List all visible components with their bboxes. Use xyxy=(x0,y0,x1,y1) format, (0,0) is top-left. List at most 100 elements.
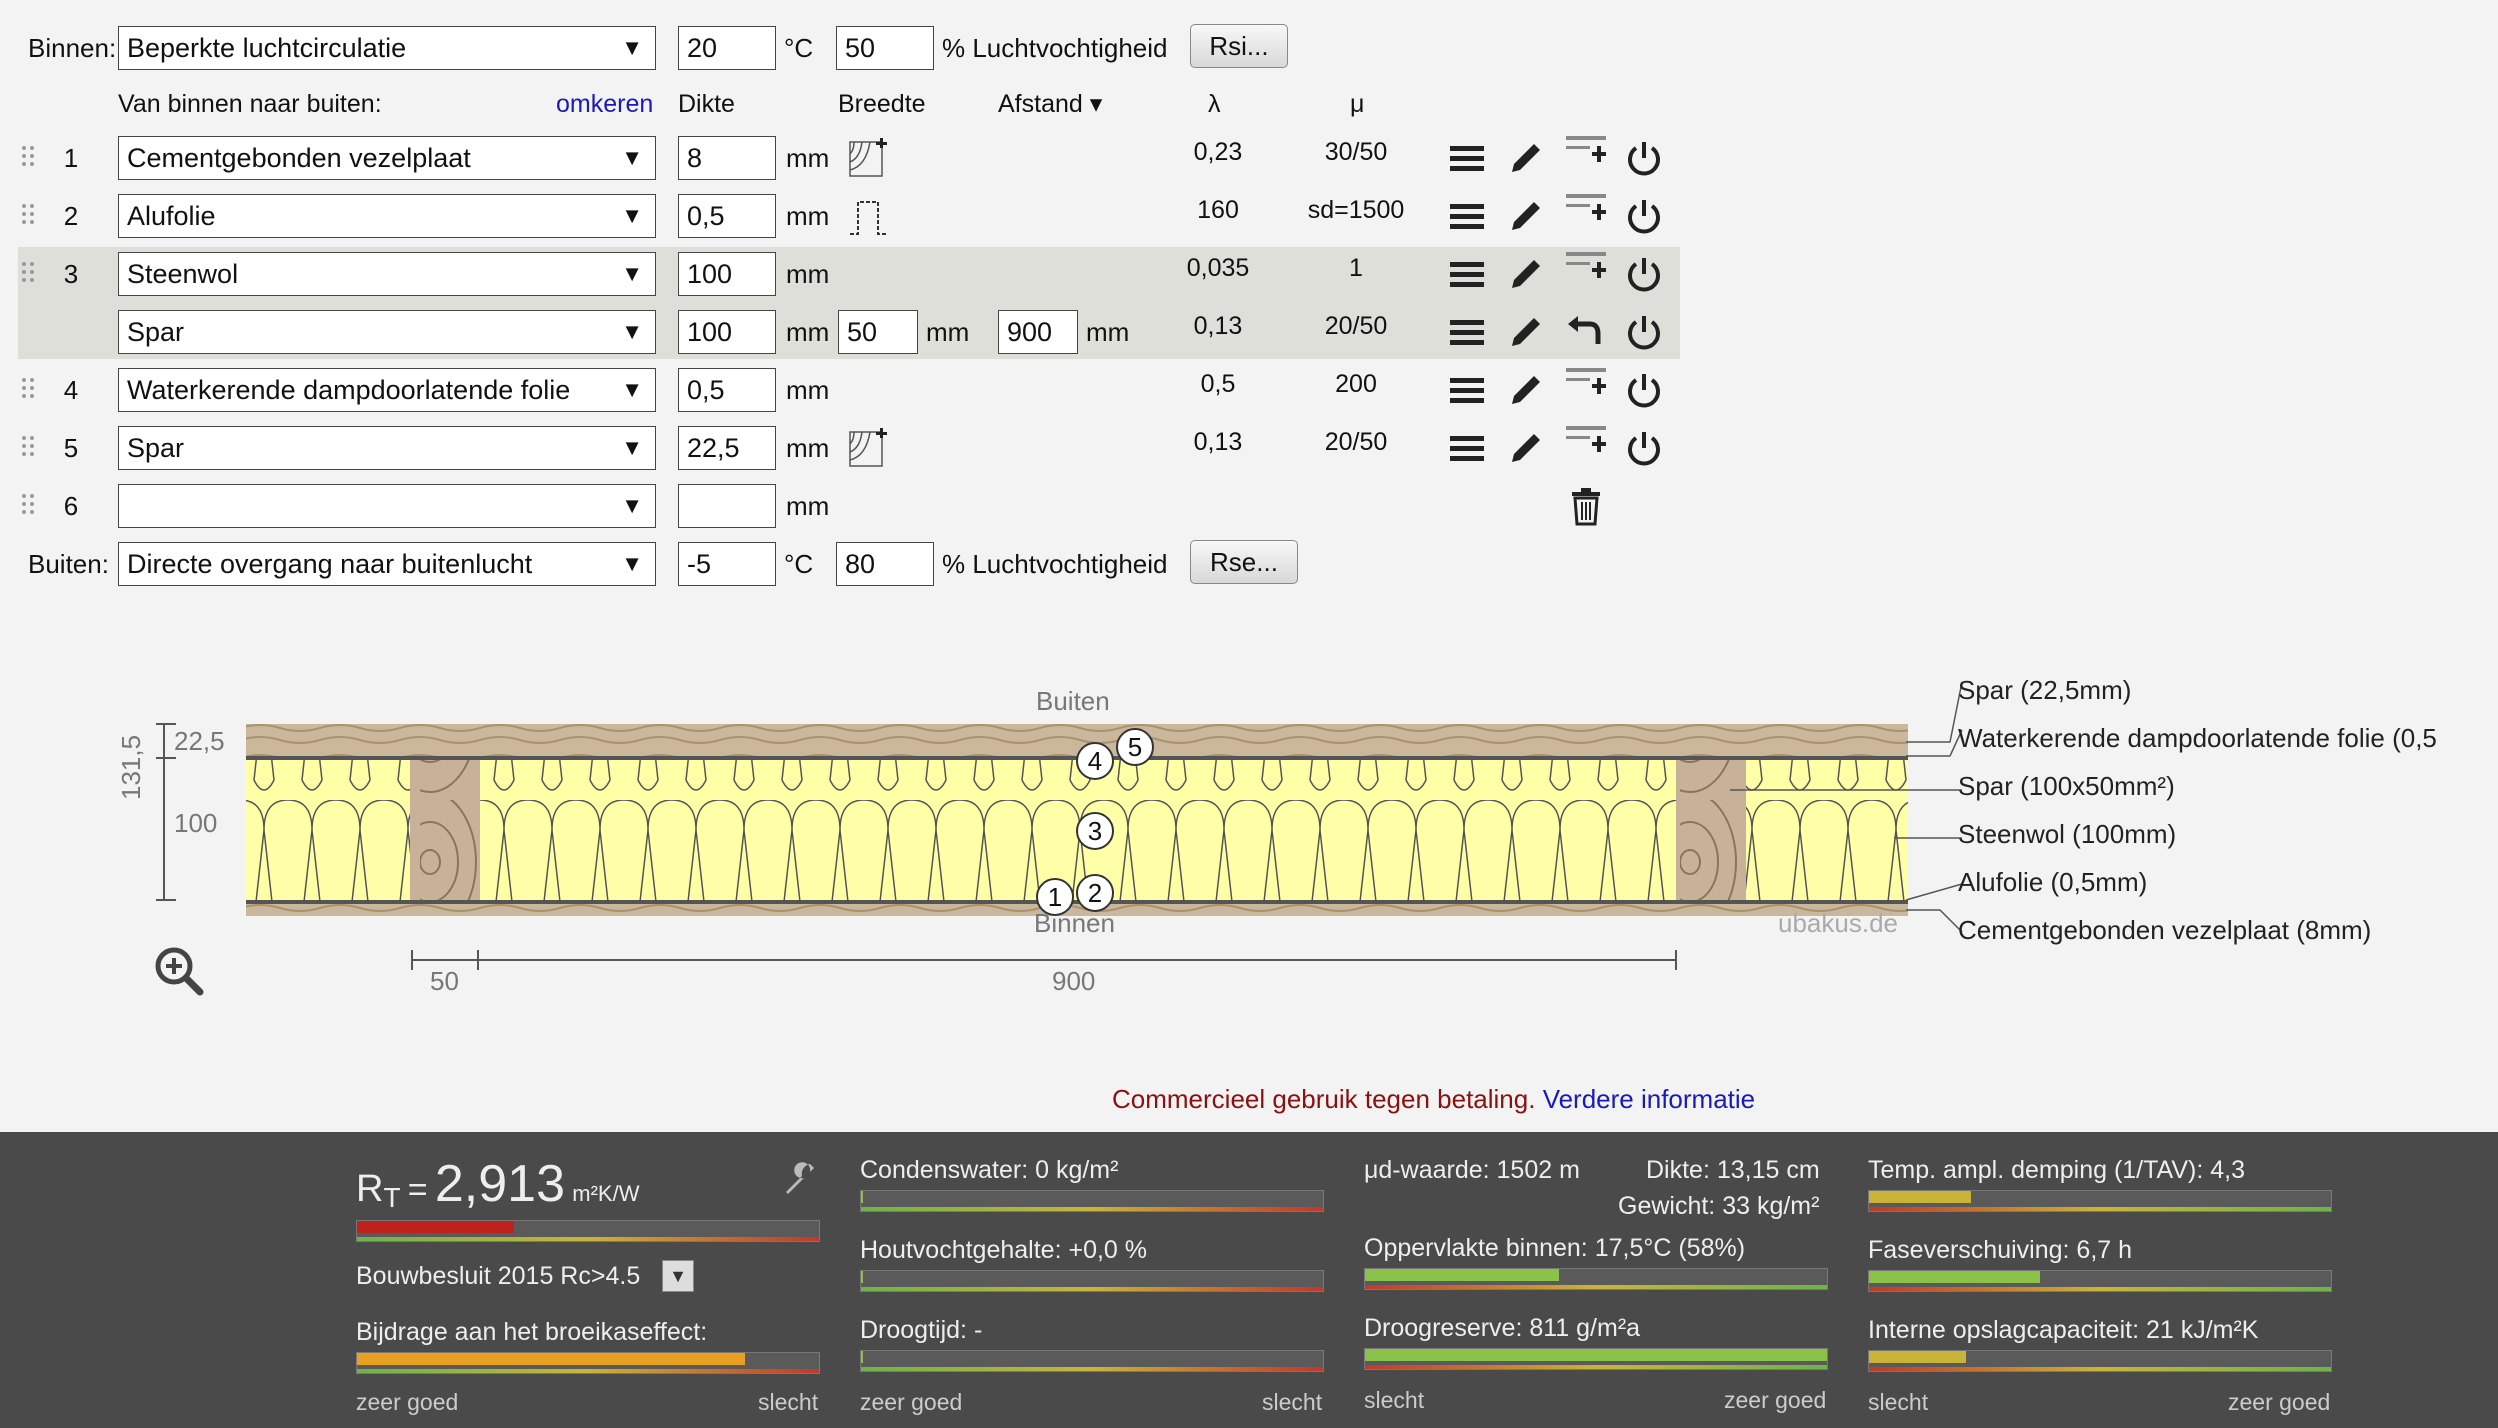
add-layer-icon[interactable] xyxy=(1564,422,1608,466)
layer-marker: 4 xyxy=(1076,742,1114,780)
layer-thickness-input[interactable]: 22,5 xyxy=(678,426,776,470)
stud-spacing-input[interactable]: 900 xyxy=(998,310,1078,354)
trash-icon[interactable] xyxy=(1564,484,1608,528)
menu-icon[interactable] xyxy=(1444,310,1488,354)
undo-arrow-icon[interactable] xyxy=(1564,306,1608,350)
wood-texture-add-icon[interactable] xyxy=(846,426,890,470)
add-layer-icon[interactable] xyxy=(1564,248,1608,292)
layer-material-select[interactable]: Steenwol▼ xyxy=(118,252,656,296)
wood-texture-add-icon[interactable] xyxy=(846,136,890,180)
drag-handle-icon[interactable] xyxy=(22,494,40,518)
bar-track xyxy=(1869,1287,2331,1291)
mu-header: μ xyxy=(1350,90,1365,118)
outside-condition-select[interactable]: Directe overgang naar buitenlucht▼ xyxy=(118,542,656,586)
power-toggle-icon[interactable] xyxy=(1622,426,1666,470)
power-toggle-icon[interactable] xyxy=(1622,252,1666,296)
outside-humidity-input[interactable]: 80 xyxy=(836,542,934,586)
drag-handle-icon[interactable] xyxy=(22,262,40,286)
bar-track xyxy=(1869,1207,2331,1211)
rse-button[interactable]: Rse... xyxy=(1190,540,1298,584)
bar-fill xyxy=(357,1353,746,1365)
menu-icon[interactable] xyxy=(1444,252,1488,296)
bar-track xyxy=(357,1369,819,1373)
layer-material-select[interactable]: Spar▼ xyxy=(118,426,656,470)
dim-width: 50 xyxy=(430,966,459,996)
layer-thickness-input[interactable]: 100 xyxy=(678,310,776,354)
power-toggle-icon[interactable] xyxy=(1622,368,1666,412)
unit-mm: mm xyxy=(786,433,830,463)
inside-humidity-input[interactable]: 50 xyxy=(836,26,934,70)
power-toggle-icon[interactable] xyxy=(1622,136,1666,180)
layer-thickness-input[interactable]: 100 xyxy=(678,252,776,296)
add-layer-icon[interactable] xyxy=(1564,364,1608,408)
inside-condition-select[interactable]: Beperkte luchtcirculatie▼ xyxy=(118,26,656,70)
drag-handle-icon[interactable] xyxy=(22,378,40,402)
menu-icon[interactable] xyxy=(1444,368,1488,412)
edit-pencil-icon[interactable] xyxy=(1504,368,1548,412)
layer-number: 6 xyxy=(63,491,79,521)
layer-material-select[interactable]: ▼ xyxy=(118,484,656,528)
unit-mm: mm xyxy=(786,317,830,347)
bar-fill xyxy=(861,1351,864,1363)
layer-material-select[interactable]: Cementgebonden vezelplaat▼ xyxy=(118,136,656,180)
layer-material-select[interactable]: Alufolie▼ xyxy=(118,194,656,238)
bar-fill xyxy=(861,1271,864,1283)
edit-pencil-icon[interactable] xyxy=(1504,310,1548,354)
surface-label: Oppervlakte binnen: 17,5°C (58%) xyxy=(1364,1234,1746,1262)
lambda-header: λ xyxy=(1208,90,1221,118)
unit-mm: mm xyxy=(786,375,830,405)
rsi-button[interactable]: Rsi... xyxy=(1190,24,1288,68)
power-toggle-icon[interactable] xyxy=(1622,310,1666,354)
layer-thickness-input[interactable]: 0,5 xyxy=(678,368,776,412)
sd-value-label: μd-waarde: 1502 m xyxy=(1364,1156,1580,1184)
drag-handle-icon[interactable] xyxy=(22,204,40,228)
chevron-down-icon: ▼ xyxy=(621,493,643,518)
cement-board xyxy=(246,904,1908,916)
bar-track xyxy=(861,1367,1323,1371)
dim-total: 131,5 xyxy=(116,734,146,800)
layer-thickness-input[interactable]: 8 xyxy=(678,136,776,180)
layer-mu: sd=1500 xyxy=(1307,196,1405,224)
layer-lambda: 160 xyxy=(1197,196,1239,224)
edit-pencil-icon[interactable] xyxy=(1504,194,1548,238)
more-info-link[interactable]: Verdere informatie xyxy=(1542,1084,1756,1114)
rt-value: RT = 2,913 m²K/W xyxy=(356,1155,640,1214)
layer-material-select[interactable]: Spar▼ xyxy=(118,310,656,354)
foil-profile-icon[interactable] xyxy=(846,194,890,238)
power-toggle-icon[interactable] xyxy=(1622,194,1666,238)
drag-handle-icon[interactable] xyxy=(22,146,40,170)
layer-thickness-input[interactable] xyxy=(678,484,776,528)
wrench-icon[interactable] xyxy=(780,1160,820,1200)
standard-dropdown[interactable]: ▼ xyxy=(662,1260,694,1292)
menu-icon[interactable] xyxy=(1444,194,1488,238)
diagram-legend-item: Waterkerende dampdoorlatende folie (0,5 xyxy=(1958,723,2437,753)
edit-pencil-icon[interactable] xyxy=(1504,426,1548,470)
layer-material-select[interactable]: Waterkerende dampdoorlatende folie▼ xyxy=(118,368,656,412)
layer-thickness-input[interactable]: 0,5 xyxy=(678,194,776,238)
zoom-in-icon[interactable] xyxy=(152,944,206,998)
unit-mm: mm xyxy=(926,317,970,347)
outside-temp-input[interactable]: -5 xyxy=(678,542,776,586)
chevron-down-icon: ▼ xyxy=(621,35,643,60)
greenhouse-bar xyxy=(356,1352,820,1374)
edit-pencil-icon[interactable] xyxy=(1504,252,1548,296)
edit-pencil-icon[interactable] xyxy=(1504,136,1548,180)
reverse-link[interactable]: omkeren xyxy=(556,90,654,118)
menu-icon[interactable] xyxy=(1444,136,1488,180)
layer-lambda: 0,23 xyxy=(1193,138,1243,166)
drag-handle-icon[interactable] xyxy=(22,436,40,460)
spacing-header[interactable]: Afstand ▾ xyxy=(998,90,1103,118)
notice-text: Commercieel gebruik tegen betaling. xyxy=(1112,1084,1536,1114)
stud-width-input[interactable]: 50 xyxy=(838,310,918,354)
unit-mm: mm xyxy=(786,143,830,173)
storage-bar xyxy=(1868,1350,2332,1372)
layer-number: 2 xyxy=(63,201,79,231)
add-layer-icon[interactable] xyxy=(1564,190,1608,234)
drying-reserve-bar xyxy=(1364,1348,1828,1370)
menu-icon[interactable] xyxy=(1444,426,1488,470)
diagram-legend-item: Spar (100x50mm²) xyxy=(1958,771,2175,801)
inside-temp-input[interactable]: 20 xyxy=(678,26,776,70)
inside-label: Binnen: xyxy=(28,33,117,63)
standard-label: Bouwbesluit 2015 Rc>4.5 xyxy=(356,1262,641,1290)
add-layer-icon[interactable] xyxy=(1564,132,1608,176)
